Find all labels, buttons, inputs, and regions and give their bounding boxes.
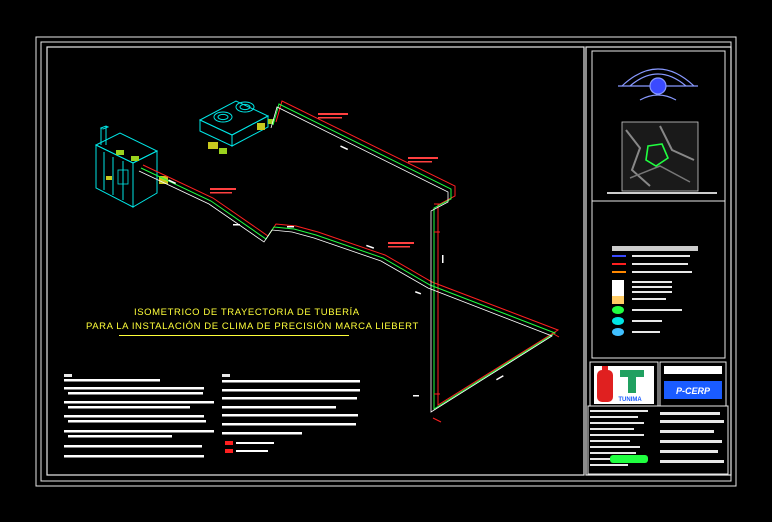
pipe-tag-marks <box>210 113 438 248</box>
pipe-route-green <box>140 103 557 410</box>
location-map <box>607 121 717 194</box>
general-notes-left <box>64 374 214 458</box>
drawing-title-underline <box>119 335 349 336</box>
title-block-rows <box>590 410 724 466</box>
drawing-title-line-1: ISOMETRICO DE TRAYECTORIA DE TUBERÍA <box>134 307 360 318</box>
brand-logo: P-CERP <box>664 366 722 399</box>
indoor-unit-valves <box>106 150 168 184</box>
client-logo-text: TUNIMA <box>618 397 642 403</box>
condensing-unit-fittings <box>208 119 274 154</box>
general-notes-right <box>222 374 360 453</box>
isometric-drawing <box>94 100 560 423</box>
dimension-marks <box>168 145 504 397</box>
pipe-route-white <box>138 106 553 413</box>
sheet-frame <box>35 36 737 487</box>
client-logo: TUNIMA <box>594 366 654 404</box>
liebert-indoor-unit <box>94 125 159 208</box>
condensing-unit <box>198 100 270 147</box>
brand-logo-text: P-CERP <box>676 386 711 396</box>
drawing-title-line-2: PARA LA INSTALACIÓN DE CLIMA DE PRECISIÓ… <box>86 321 419 332</box>
company-emblem <box>618 68 698 101</box>
pipe-route-red <box>142 100 560 406</box>
title-block: TUNIMA P-CERP <box>587 50 729 475</box>
pipe-legend <box>612 246 698 336</box>
pipe-supports <box>432 203 560 423</box>
